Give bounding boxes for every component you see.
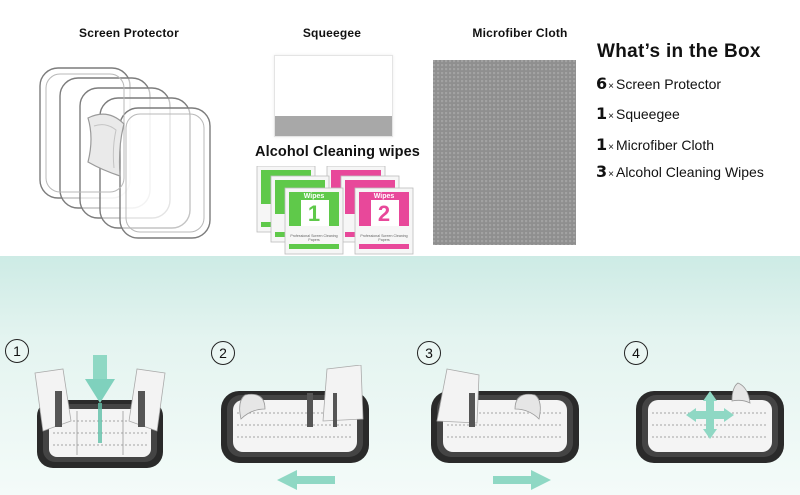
step-4-number: 4 (624, 341, 648, 365)
wipe-packet-subtitle: Professional Screen Cleaning Papers (360, 234, 408, 242)
step-3-number: 3 (417, 341, 441, 365)
box-item-qty: 1 (596, 104, 608, 123)
wipes-title: Alcohol Cleaning wipes (255, 144, 420, 160)
step-1-illustration (34, 355, 166, 468)
times-icon: × (608, 111, 614, 122)
microfiber-cloth-image (433, 60, 576, 245)
wipe-packet-label: Wipes (373, 193, 395, 200)
step-2-illustration (221, 365, 369, 490)
wipe-packet-subtitle: Professional Screen Cleaning Papers (290, 234, 338, 242)
box-item-alcohol-wipes: 3×Alcohol Cleaning Wipes (596, 162, 764, 181)
step-2-number: 2 (211, 341, 235, 365)
box-item-name: Microfiber Cloth (615, 137, 715, 153)
wipe-packet-number: 2 (377, 201, 391, 226)
squeegee-label: Squeegee (302, 26, 362, 40)
box-item-squeegee: 1×Squeegee (596, 104, 680, 123)
wipe-packet-number: 1 (307, 201, 321, 226)
box-item-name: Alcohol Cleaning Wipes (615, 164, 764, 180)
box-item-qty: 6 (596, 74, 608, 93)
box-item-name: Squeegee (615, 106, 680, 122)
box-item-microfiber-cloth: 1×Microfiber Cloth (596, 135, 714, 154)
microfiber-cloth-label: Microfiber Cloth (472, 26, 568, 40)
box-item-qty: 3 (596, 162, 608, 181)
squeegee-image (274, 55, 393, 137)
step-3-illustration (431, 368, 579, 490)
times-icon: × (608, 142, 614, 153)
step-1-number: 1 (5, 339, 29, 363)
times-icon: × (608, 81, 614, 92)
times-icon: × (608, 169, 614, 180)
box-item-name: Screen Protector (615, 76, 722, 92)
wipe-packet-pink: Wipes 2 Professional Screen Cleaning Pap… (355, 188, 413, 254)
wipe-packet-label: Wipes (303, 193, 325, 200)
box-item-screen-protector: 6×Screen Protector (596, 74, 721, 93)
box-item-qty: 1 (596, 135, 608, 154)
screen-protectors-image (39, 67, 211, 239)
whats-in-the-box-title: What’s in the Box (597, 41, 761, 62)
step-4-illustration (636, 382, 784, 463)
wipe-packet-green: Wipes 1 Professional Screen Cleaning Pap… (285, 188, 343, 254)
screen-protector-label: Screen Protector (79, 26, 179, 40)
